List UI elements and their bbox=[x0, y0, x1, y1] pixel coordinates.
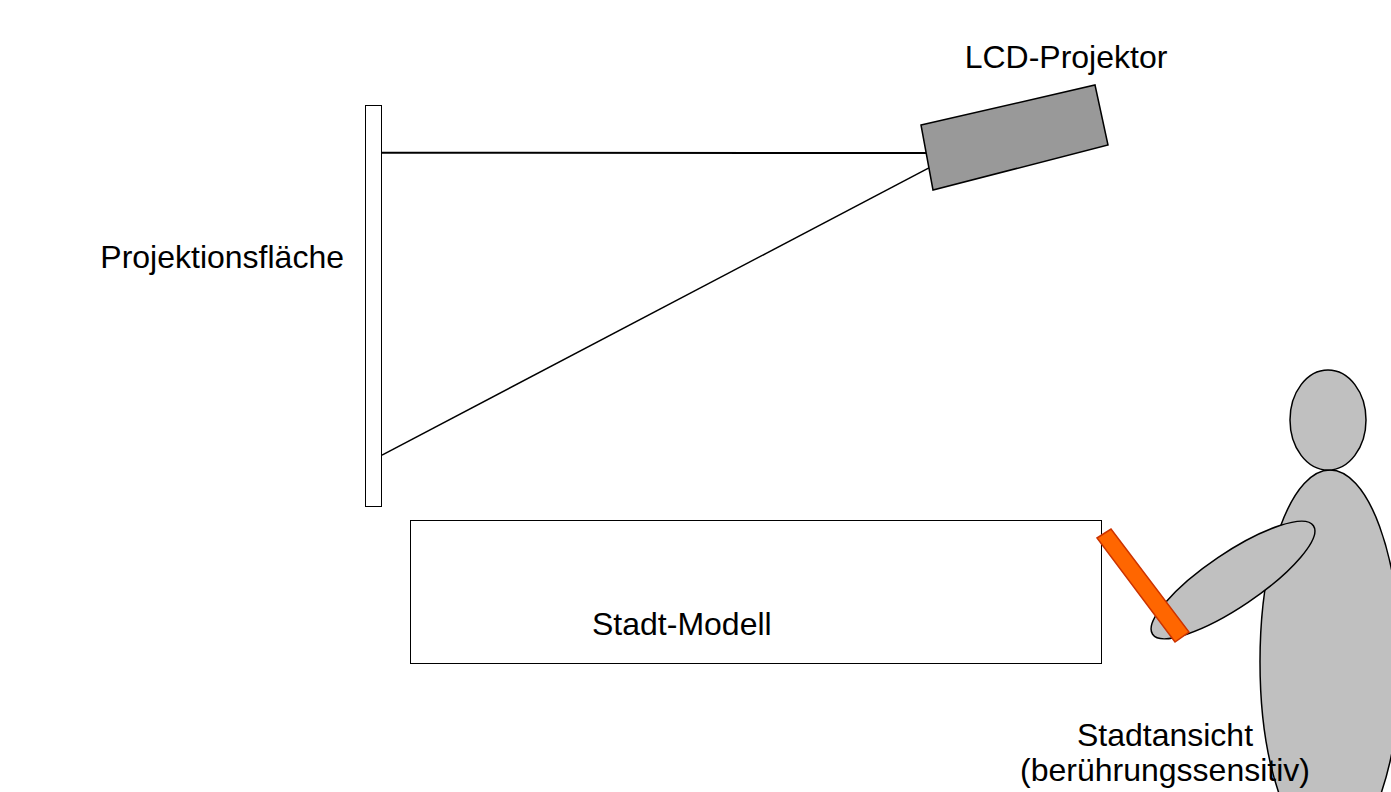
touch-city-view: Stadtansicht (berührungssensitiv) bbox=[1010, 525, 1310, 790]
touch-city-view-outline bbox=[1097, 529, 1189, 642]
person-head bbox=[1290, 370, 1366, 470]
lcd-projector: LCD-Projektor bbox=[900, 40, 1200, 200]
node-label: Stadtansicht (berührungssensitiv) bbox=[1015, 718, 1315, 788]
lcd-projector-outline bbox=[921, 85, 1108, 190]
node-label: Projektionsfläche bbox=[100, 240, 344, 275]
person-body bbox=[1260, 470, 1391, 792]
node-label: LCD-Projektor bbox=[965, 40, 1168, 75]
projection-ray bbox=[382, 168, 929, 455]
node-label: Stadt-Modell bbox=[592, 607, 772, 642]
city-model-box: Stadt-Modell bbox=[410, 520, 1102, 664]
projection-ray bbox=[382, 152, 926, 154]
person-arm bbox=[1137, 503, 1328, 656]
projection-screen: Projektionsfläche bbox=[365, 105, 382, 507]
